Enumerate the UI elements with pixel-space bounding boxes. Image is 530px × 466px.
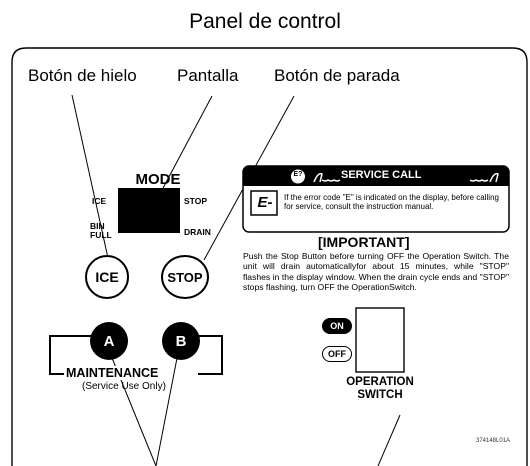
bin-label: BIN <box>90 221 105 231</box>
leader-display <box>161 95 213 191</box>
callout-display: Pantalla <box>177 66 239 85</box>
display-window <box>118 188 180 233</box>
bell-right-icon <box>469 172 499 183</box>
panel-outline <box>11 47 528 466</box>
stop-indicator-label: STOP <box>184 196 207 206</box>
service-call-header: SERVICE CALL <box>341 169 422 181</box>
service-call-text: If the error code "E" is indicated on th… <box>284 193 499 211</box>
error-code-box <box>250 190 278 216</box>
maintenance-sublabel: (Service Use Only) <box>82 381 166 392</box>
error-code-display: E- <box>257 194 273 211</box>
bell-left-icon <box>313 172 341 183</box>
operation-switch-label: OPERATION SWITCH <box>330 376 430 402</box>
maintenance-label: MAINTENANCE <box>64 366 161 380</box>
leader-ice <box>71 94 109 259</box>
error-icon: E? <box>293 171 303 178</box>
page-title: Panel de control <box>189 10 341 33</box>
ice-indicator-label: ICE <box>92 196 107 206</box>
switch-off-label: OFF <box>322 346 352 362</box>
stop-button[interactable]: STOP <box>161 255 209 299</box>
leader-switch <box>377 414 401 466</box>
mode-title: MODE <box>135 171 181 188</box>
error-icon-bg <box>291 169 305 184</box>
service-call-header-bg <box>243 166 509 186</box>
bin-full-label: BIN FULL <box>90 222 112 240</box>
ice-button[interactable]: ICE <box>85 255 129 299</box>
important-heading: [IMPORTANT] <box>318 234 410 250</box>
switch-on-label: ON <box>322 318 352 334</box>
operation-switch-label-line1: OPERATION <box>346 376 414 388</box>
figure-code: 374148L01A <box>476 438 511 444</box>
operation-switch-rocker <box>355 307 405 373</box>
maintenance-bracket-right <box>190 335 223 375</box>
operation-switch-label-line2: SWITCH <box>357 389 403 401</box>
callout-stop-button: Botón de parada <box>274 66 400 85</box>
drain-indicator-label: DRAIN <box>184 227 211 237</box>
maintenance-a-button[interactable]: A <box>90 322 128 360</box>
callout-ice-button: Botón de hielo <box>28 66 137 85</box>
maintenance-b-button[interactable]: B <box>162 322 200 360</box>
full-label: FULL <box>90 230 112 240</box>
important-text: Push the Stop Button before turning OFF … <box>243 251 509 293</box>
leader-b <box>155 352 179 466</box>
